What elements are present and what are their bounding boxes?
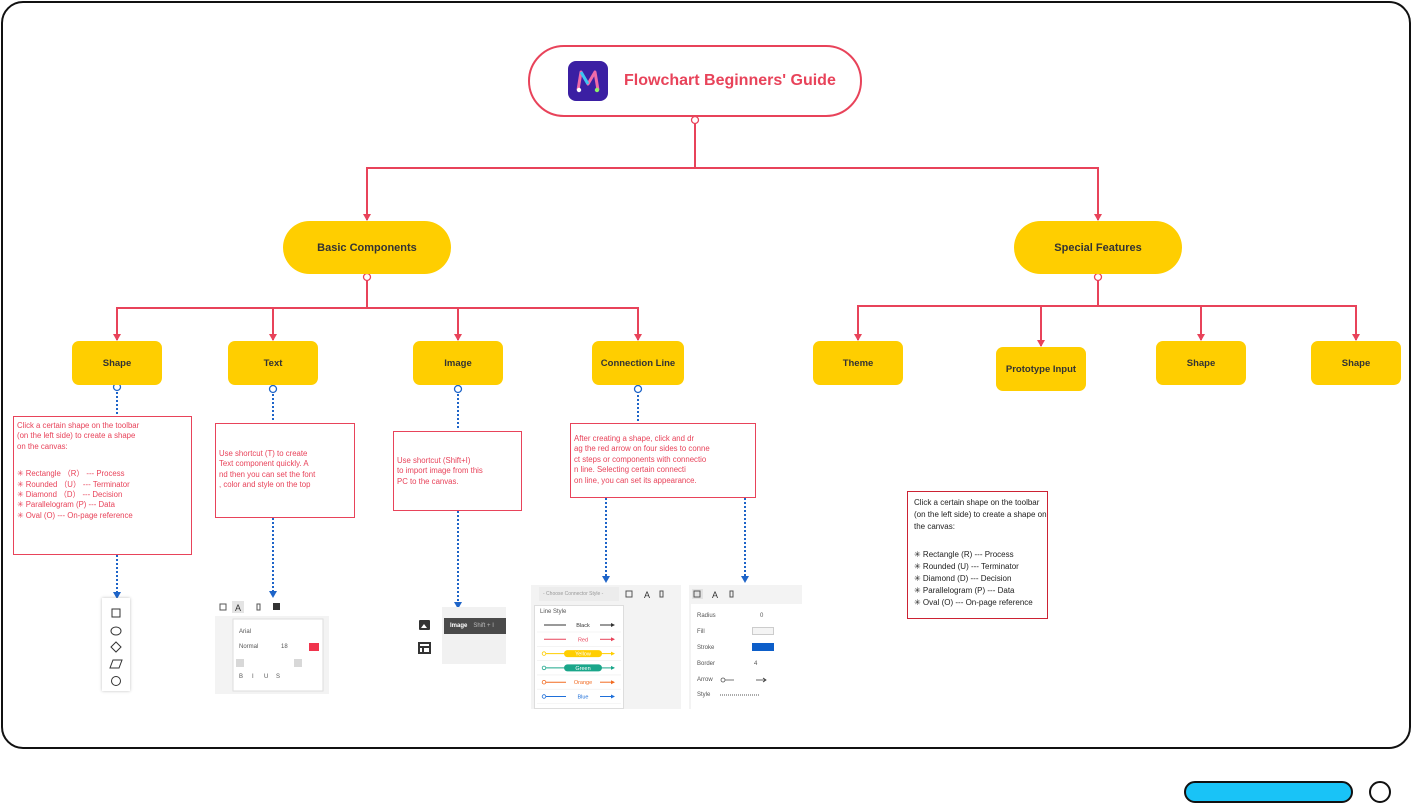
svg-text:A: A [644, 590, 650, 599]
image-panel-shot: Image Shift + I [409, 607, 506, 664]
stroke-label: Stroke [697, 645, 715, 651]
line-style-red[interactable]: Red [537, 637, 621, 647]
line-style-orange[interactable]: Orange [537, 680, 621, 690]
fill-label: Fill [697, 629, 705, 635]
italic-toggle[interactable]: I [252, 674, 254, 680]
svg-text:Blue: Blue [577, 695, 588, 701]
page-title: Flowchart Beginners' Guide [624, 72, 836, 89]
node-shape[interactable]: Shape [72, 341, 162, 385]
image-tooltip-label: Image [450, 623, 468, 629]
arrow-style-icon[interactable] [720, 676, 770, 684]
svg-text:Orange: Orange [574, 680, 592, 686]
font-size-value[interactable]: 18 [281, 644, 288, 650]
shape-toolbar-shot [102, 598, 130, 691]
node-basic-components[interactable]: Basic Components [283, 221, 451, 274]
bold-toggle[interactable]: B [239, 674, 244, 680]
svg-text:Green: Green [575, 666, 590, 672]
svg-text:Red: Red [578, 637, 588, 643]
border-label: Border [697, 661, 716, 667]
font-color-swatch [309, 643, 319, 651]
stroke-swatch[interactable] [752, 643, 774, 651]
oval-tool-icon [111, 676, 121, 686]
horizontal-scrollbar[interactable] [1184, 781, 1353, 803]
style-label: Style [697, 692, 711, 698]
image-tool-icon [418, 620, 431, 654]
svg-text:Yellow: Yellow [575, 652, 591, 658]
node-shape-a[interactable]: Shape [1156, 341, 1246, 385]
rectangle-tool-icon [111, 608, 121, 618]
note-image: Use shortcut (Shift+I) to import image f… [393, 431, 522, 511]
node-connection-line[interactable]: Connection Line [592, 341, 684, 385]
note-connection: After creating a shape, click and dr ag … [570, 423, 756, 498]
line-style-blue[interactable]: Blue [537, 694, 621, 704]
diamond-tool-icon [110, 641, 122, 653]
image-tooltip-shortcut: Shift + I [473, 623, 494, 629]
line-style-heading: Line Style [540, 609, 567, 615]
node-prototype-input[interactable]: Prototype Input [996, 347, 1086, 391]
underline-toggle[interactable]: U [264, 674, 269, 680]
fill-swatch[interactable] [752, 627, 774, 635]
note-special: Click a certain shape on the toolbar (on… [907, 491, 1048, 619]
note-shape: Click a certain shape on the toolbar (on… [13, 416, 192, 555]
line-style-green[interactable]: Green [537, 664, 621, 676]
node-special-features[interactable]: Special Features [1014, 221, 1182, 274]
node-theme[interactable]: Theme [813, 341, 903, 385]
dash-style-icon[interactable] [720, 693, 765, 697]
line-style-yellow[interactable]: Yellow [537, 650, 621, 661]
line-props-panel-shot: A Radius 0 Fill Stroke Border 4 Arrow St… [689, 585, 802, 709]
strike-toggle[interactable]: S [276, 674, 281, 680]
parallelogram-tool-icon [109, 659, 123, 669]
arrow-label: Arrow [697, 677, 713, 683]
node-shape-b[interactable]: Shape [1311, 341, 1401, 385]
border-value[interactable]: 4 [754, 661, 758, 667]
radius-label: Radius [697, 613, 716, 619]
text-panel-shot: A Arial Normal 18 B I U S [215, 598, 329, 694]
rounded-tool-icon [110, 626, 122, 636]
color-icon [273, 603, 280, 610]
line-style-black[interactable]: Black [537, 623, 621, 633]
app-logo-icon [568, 61, 608, 101]
svg-text:Black: Black [576, 623, 590, 629]
font-weight-value[interactable]: Normal [239, 644, 259, 650]
note-text: Use shortcut (T) to create Text componen… [215, 423, 355, 518]
line-style-panel-shot: - Choose Connector Style - A Line Style … [531, 585, 681, 709]
font-family-value[interactable]: Arial [239, 629, 252, 635]
radius-value[interactable]: 0 [760, 613, 764, 619]
svg-text:A: A [712, 590, 718, 599]
connector-style-select[interactable]: - Choose Connector Style - [539, 587, 619, 601]
zoom-reset-button[interactable] [1369, 781, 1391, 803]
text-tool-icon: A [235, 603, 241, 613]
grid-icon [219, 603, 227, 611]
align-icon [256, 603, 261, 611]
node-image[interactable]: Image [413, 341, 503, 385]
title-node[interactable]: Flowchart Beginners' Guide [528, 45, 862, 117]
node-text[interactable]: Text [228, 341, 318, 385]
